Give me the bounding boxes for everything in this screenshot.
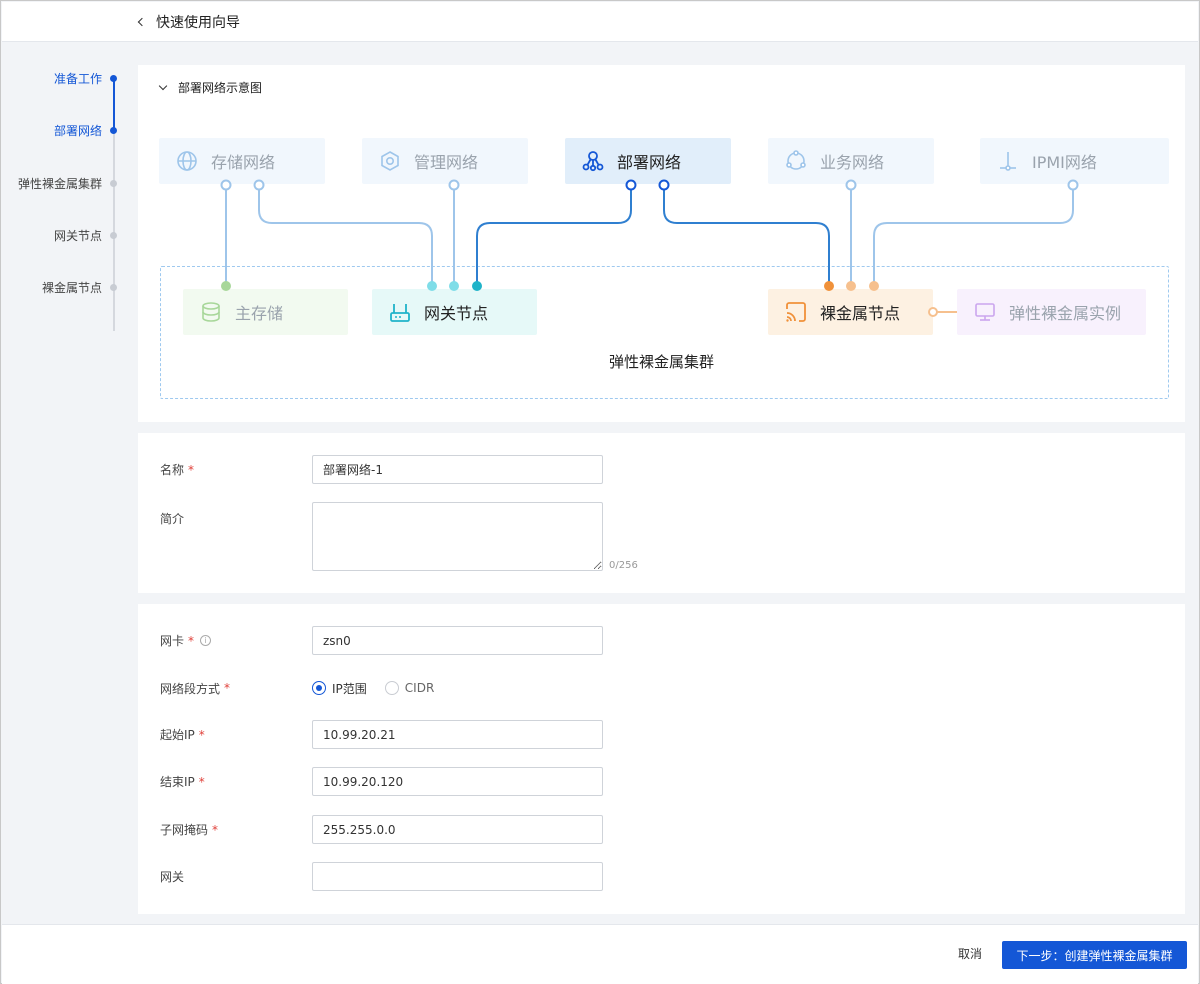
storage-network-box: 存储网络 bbox=[159, 138, 325, 184]
router-icon bbox=[388, 300, 412, 324]
radio-ip-range[interactable]: IP范围 bbox=[312, 680, 367, 697]
step-dot bbox=[110, 126, 117, 134]
primary-storage-label: 主存储 bbox=[235, 304, 284, 323]
management-network-box: 管理网络 bbox=[362, 138, 528, 184]
gateway-node-box: 网关节点 bbox=[372, 289, 537, 335]
step-label: 网关节点 bbox=[53, 228, 102, 243]
step-gateway-node[interactable]: 网关节点 bbox=[2, 227, 122, 243]
gateway-label: 网关 bbox=[160, 870, 185, 884]
nic-label: 网卡*i bbox=[160, 632, 312, 649]
description-counter: 0/256 bbox=[609, 560, 638, 571]
business-network-box: 业务网络 bbox=[768, 138, 934, 184]
ipmi-network-label: IPMI网络 bbox=[1032, 153, 1097, 172]
mask-input[interactable]: 255.255.0.0 bbox=[312, 815, 603, 844]
info-icon[interactable]: i bbox=[200, 635, 212, 646]
step-deploy-network[interactable]: 部署网络 bbox=[2, 122, 122, 138]
page-title: 快速使用向导 bbox=[156, 14, 240, 31]
next-step-button[interactable]: 下一步：创建弹性裸金属集群 bbox=[1002, 941, 1187, 969]
business-network-label: 业务网络 bbox=[820, 153, 885, 172]
radio-circle bbox=[384, 681, 399, 695]
steps-track-progress bbox=[113, 79, 115, 131]
name-label: 名称* bbox=[160, 462, 195, 478]
name-input[interactable]: 部署网络-1 bbox=[312, 455, 603, 484]
description-row: 简介 0/256 bbox=[160, 502, 638, 571]
mode-label: 网络段方式* bbox=[160, 681, 231, 696]
ipmi-branch-icon bbox=[996, 149, 1020, 173]
step-label: 裸金属节点 bbox=[41, 280, 102, 295]
description-label: 简介 bbox=[160, 512, 185, 526]
storage-network-label: 存储网络 bbox=[211, 153, 276, 172]
diagram-collapse-toggle[interactable]: 部署网络示意图 bbox=[158, 79, 262, 96]
steps-track bbox=[113, 79, 115, 331]
step-dot bbox=[110, 179, 117, 187]
start-ip-label: 起始IP* bbox=[160, 727, 205, 743]
nic-row: 网卡*i zsn0 bbox=[160, 626, 603, 655]
radio-circle bbox=[312, 681, 326, 695]
mask-row: 子网掩码* 255.255.0.0 bbox=[160, 815, 603, 844]
baremetal-instance-box: 弹性裸金属实例 bbox=[957, 289, 1146, 335]
network-hub-icon bbox=[581, 149, 605, 173]
gateway-input[interactable] bbox=[312, 862, 603, 891]
ipmi-network-box: IPMI网络 bbox=[980, 138, 1169, 184]
step-dot bbox=[110, 231, 117, 239]
mask-label: 子网掩码* bbox=[160, 822, 219, 838]
cancel-button[interactable]: 取消 bbox=[958, 947, 983, 961]
start-ip-row: 起始IP* 10.99.20.21 bbox=[160, 720, 603, 749]
gateway-row: 网关 bbox=[160, 862, 603, 891]
step-baremetal-cluster[interactable]: 弹性裸金属集群 bbox=[2, 175, 122, 191]
end-ip-input[interactable]: 10.99.20.120 bbox=[312, 767, 603, 796]
description-textarea[interactable] bbox=[312, 502, 603, 571]
end-ip-row: 结束IP* 10.99.20.120 bbox=[160, 767, 603, 796]
step-baremetal-node[interactable]: 裸金属节点 bbox=[2, 279, 122, 295]
back-chevron-icon[interactable] bbox=[136, 17, 146, 27]
footer-bar: 取消 下一步：创建弹性裸金属集群 bbox=[2, 924, 1198, 984]
top-bar: 快速使用向导 bbox=[2, 2, 1198, 42]
baremetal-instance-label: 弹性裸金属实例 bbox=[1009, 304, 1122, 323]
monitor-icon bbox=[973, 300, 997, 324]
baremetal-node-label: 裸金属节点 bbox=[820, 304, 901, 323]
deploy-network-label: 部署网络 bbox=[617, 153, 682, 172]
database-icon bbox=[199, 300, 223, 324]
mode-row: 网络段方式* IP范围 CIDR bbox=[160, 678, 452, 698]
step-label: 部署网络 bbox=[53, 123, 102, 138]
cluster-label: 弹性裸金属集群 bbox=[608, 353, 714, 371]
wizard-steps: 准备工作 部署网络 弹性裸金属集群 网关节点 裸金属节点 bbox=[2, 43, 122, 923]
network-config-card: 网卡*i zsn0 网络段方式* IP范围 CIDR 起始IP* 10.99.2… bbox=[138, 604, 1185, 914]
step-label: 准备工作 bbox=[53, 71, 102, 86]
gear-icon bbox=[378, 149, 402, 173]
management-network-label: 管理网络 bbox=[414, 153, 479, 172]
name-row: 名称* 部署网络-1 bbox=[160, 455, 603, 484]
deploy-network-box: 部署网络 bbox=[565, 138, 731, 184]
step-label: 弹性裸金属集群 bbox=[17, 176, 102, 191]
gateway-node-label: 网关节点 bbox=[424, 304, 489, 323]
step-prepare[interactable]: 准备工作 bbox=[2, 70, 122, 86]
step-dot bbox=[110, 74, 117, 82]
start-ip-input[interactable]: 10.99.20.21 bbox=[312, 720, 603, 749]
primary-storage-box: 主存储 bbox=[183, 289, 348, 335]
basic-info-card: 名称* 部署网络-1 简介 0/256 bbox=[138, 433, 1185, 593]
step-dot bbox=[110, 283, 117, 291]
network-diagram-card: 部署网络示意图 存储网络 管理网络 部署网络 业务网络 bbox=[138, 65, 1185, 422]
radio-cidr[interactable]: CIDR bbox=[384, 681, 434, 695]
end-ip-label: 结束IP* bbox=[160, 774, 205, 790]
globe-icon bbox=[175, 149, 199, 173]
share-cycle-icon bbox=[784, 149, 808, 173]
chevron-down-icon bbox=[158, 83, 168, 93]
diagram-title: 部署网络示意图 bbox=[178, 81, 263, 95]
cast-server-icon bbox=[784, 300, 808, 324]
nic-input[interactable]: zsn0 bbox=[312, 626, 603, 655]
baremetal-node-box: 裸金属节点 bbox=[768, 289, 933, 335]
